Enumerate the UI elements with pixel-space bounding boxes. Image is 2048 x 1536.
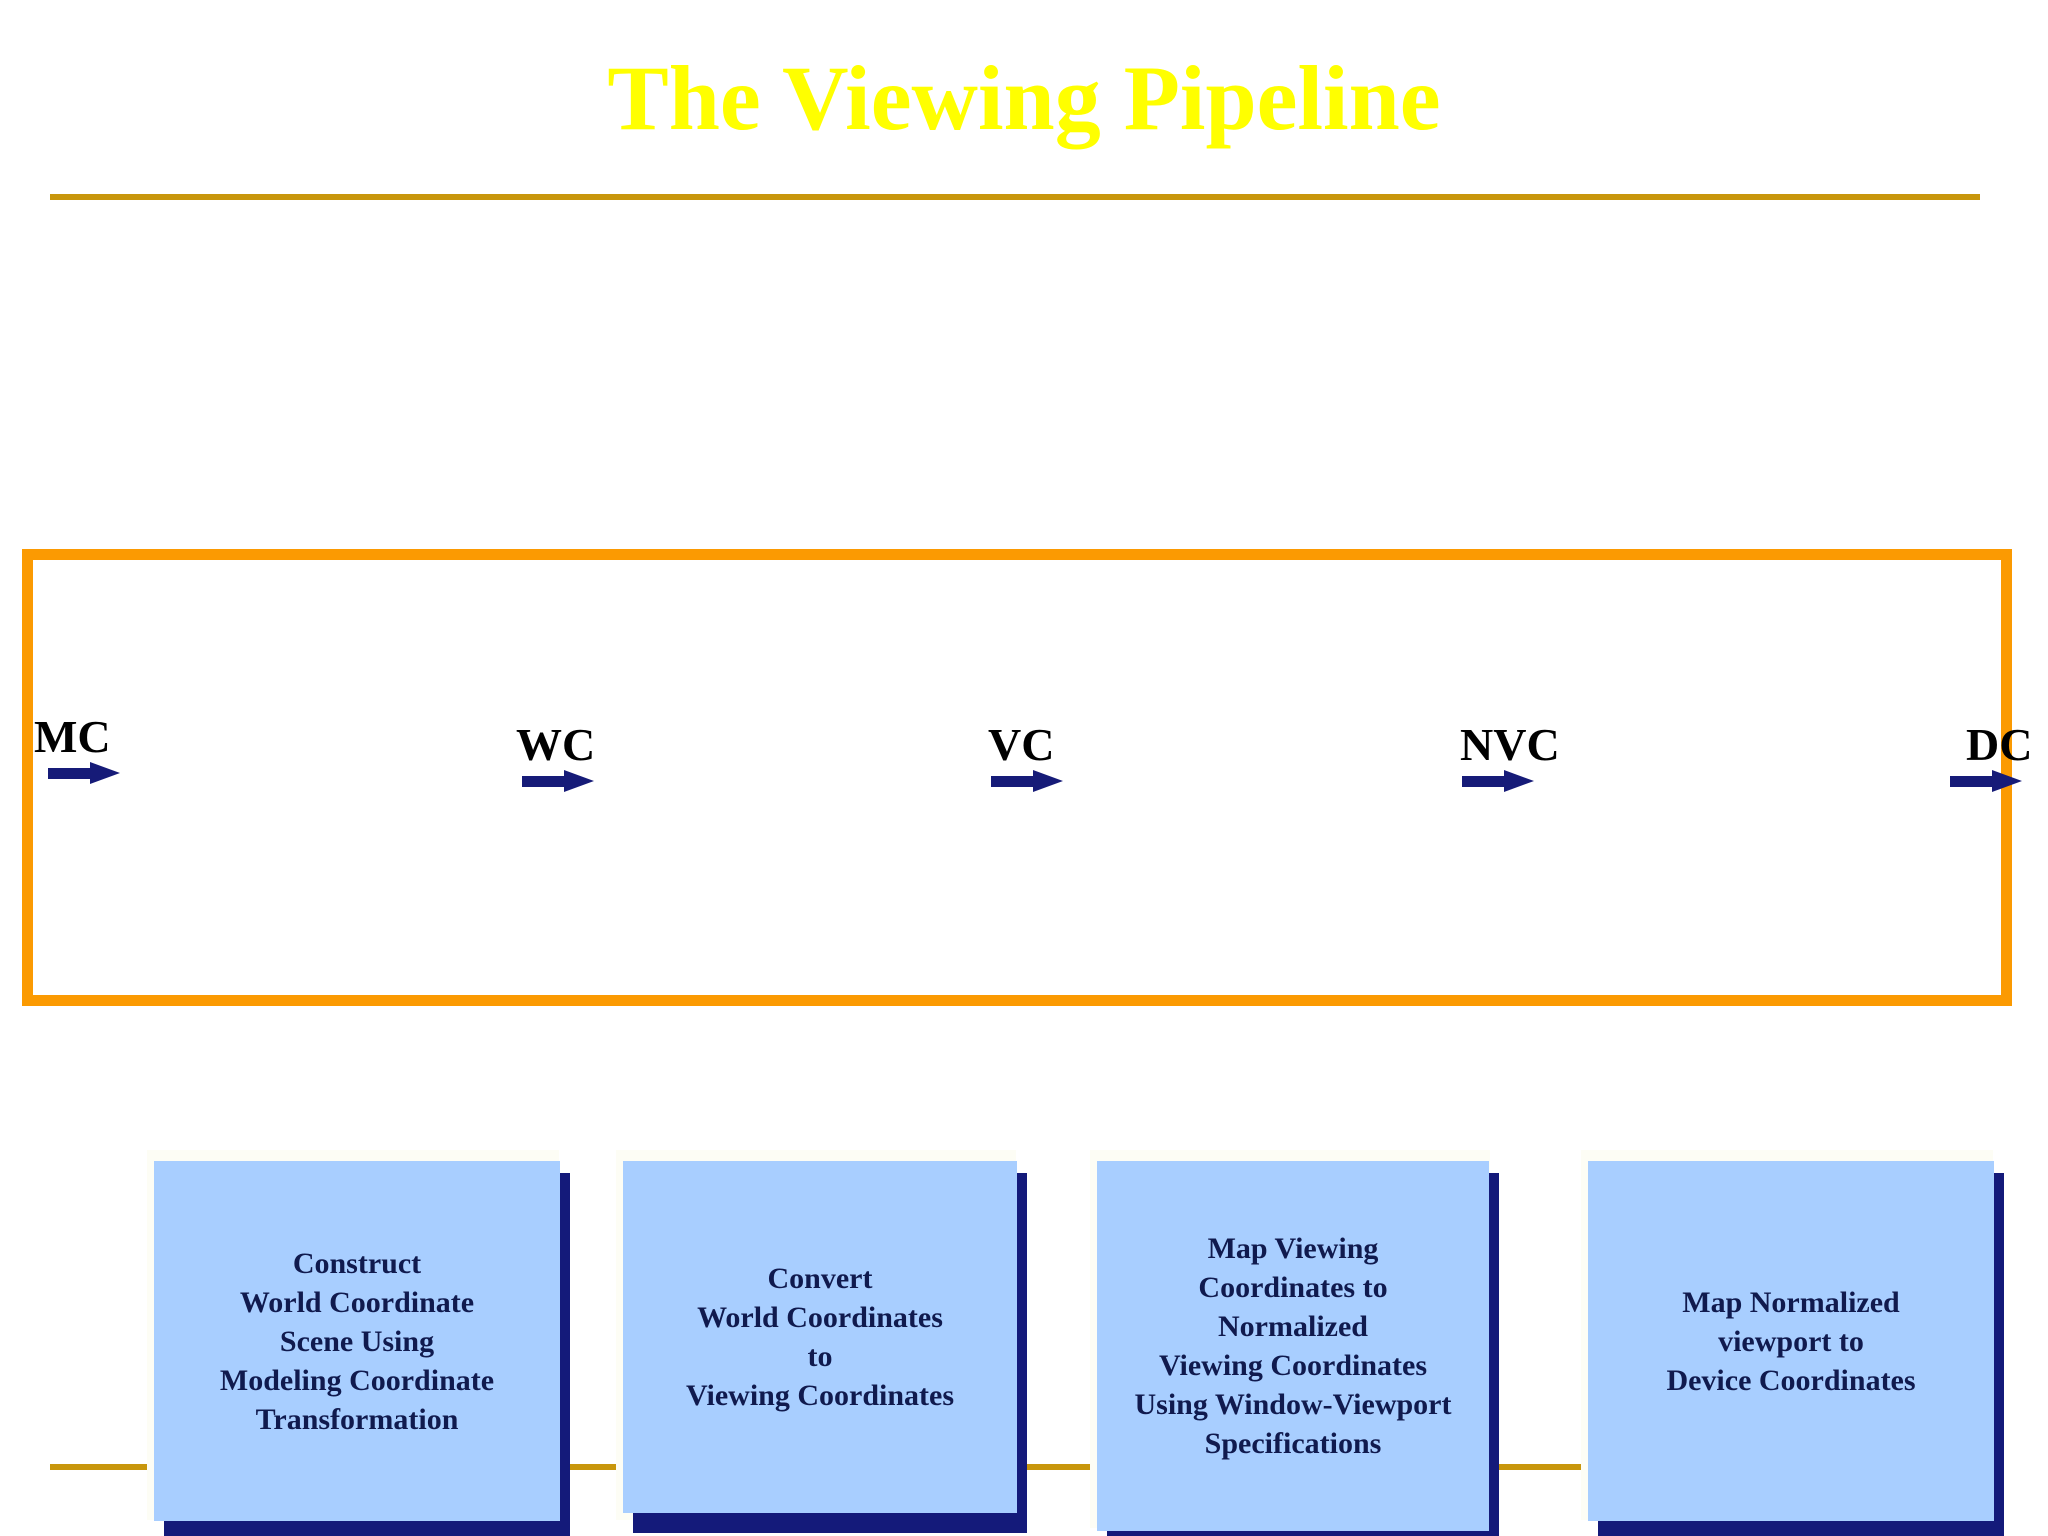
arrow-head xyxy=(1992,770,2022,792)
arrow-shaft xyxy=(991,776,1037,787)
flow-arrow-dc-icon xyxy=(1950,770,2022,792)
arrow-head xyxy=(1033,770,1063,792)
coordinate-label-vc: VC xyxy=(988,719,1055,770)
coordinate-label-dc: DC xyxy=(1966,719,2033,770)
arrow-head xyxy=(90,762,120,784)
arrow-shaft xyxy=(1950,776,1996,787)
flow-arrow-wc-icon xyxy=(522,770,594,792)
coordinate-label-mc: MC xyxy=(34,711,111,762)
arrow-shaft xyxy=(1462,776,1508,787)
arrow-shaft xyxy=(522,776,568,787)
flow-arrow-nvc-icon xyxy=(1462,770,1534,792)
arrow-head xyxy=(564,770,594,792)
arrow-head xyxy=(1504,770,1534,792)
title-divider-rule xyxy=(50,194,1980,200)
page-title: The Viewing Pipeline xyxy=(607,47,1441,149)
coordinate-label-nvc: NVC xyxy=(1460,719,1560,770)
arrow-shaft xyxy=(48,768,94,779)
flow-arrow-mc-icon xyxy=(48,762,120,784)
flow-arrow-vc-icon xyxy=(991,770,1063,792)
coordinate-label-wc: WC xyxy=(516,719,596,770)
